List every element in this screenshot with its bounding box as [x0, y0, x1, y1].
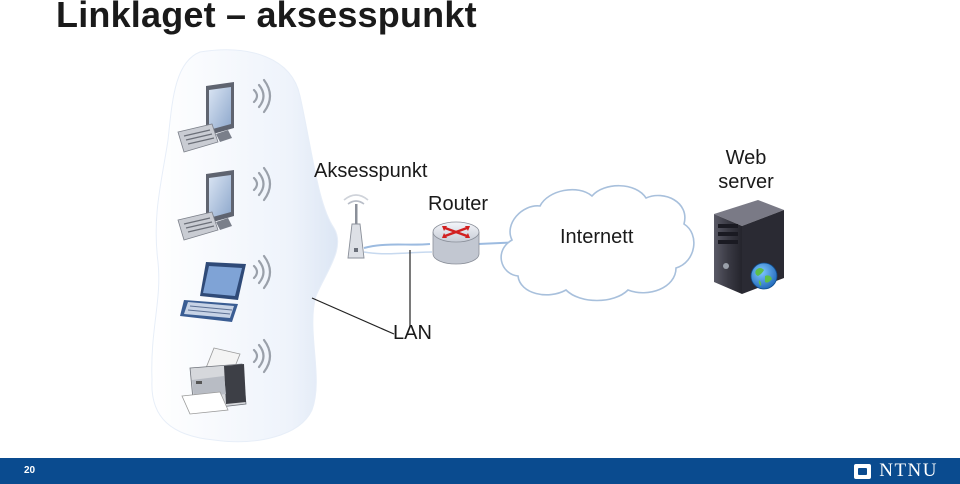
ntnu-logo-text: NTNU — [879, 460, 938, 481]
wifi-signal-icon — [252, 254, 272, 290]
wifi-signal-icon — [252, 78, 272, 114]
page-number: 20 — [24, 465, 36, 476]
router-icon — [432, 221, 480, 265]
printer-icon — [181, 347, 247, 415]
lan-label: LAN — [393, 322, 432, 344]
network-diagram — [151, 49, 784, 443]
access-point-icon — [343, 194, 369, 259]
wifi-signal-icon — [252, 166, 272, 202]
globe-icon — [750, 262, 778, 290]
laptop-icon — [180, 262, 246, 322]
web-server-label: Web server — [712, 146, 780, 194]
slide-title: Linklaget – aksesspunkt — [56, 0, 477, 35]
desktop-computer-icon — [177, 82, 234, 153]
ntnu-logo-mark-icon — [854, 463, 872, 479]
lan-connection — [311, 241, 523, 335]
wifi-signal-icon — [252, 338, 272, 374]
internet-label: Internett — [560, 226, 634, 248]
web-server-label-line1: Web — [725, 147, 767, 169]
router-label: Router — [428, 193, 489, 215]
web-server-label-line2: server — [718, 171, 774, 193]
desktop-computer-icon — [177, 170, 234, 241]
footer-bar: 20 NTNU — [0, 458, 960, 484]
cloud-icon — [500, 185, 695, 302]
ntnu-logo: NTNU — [854, 460, 938, 481]
access-point-label: Aksesspunkt — [314, 160, 428, 182]
